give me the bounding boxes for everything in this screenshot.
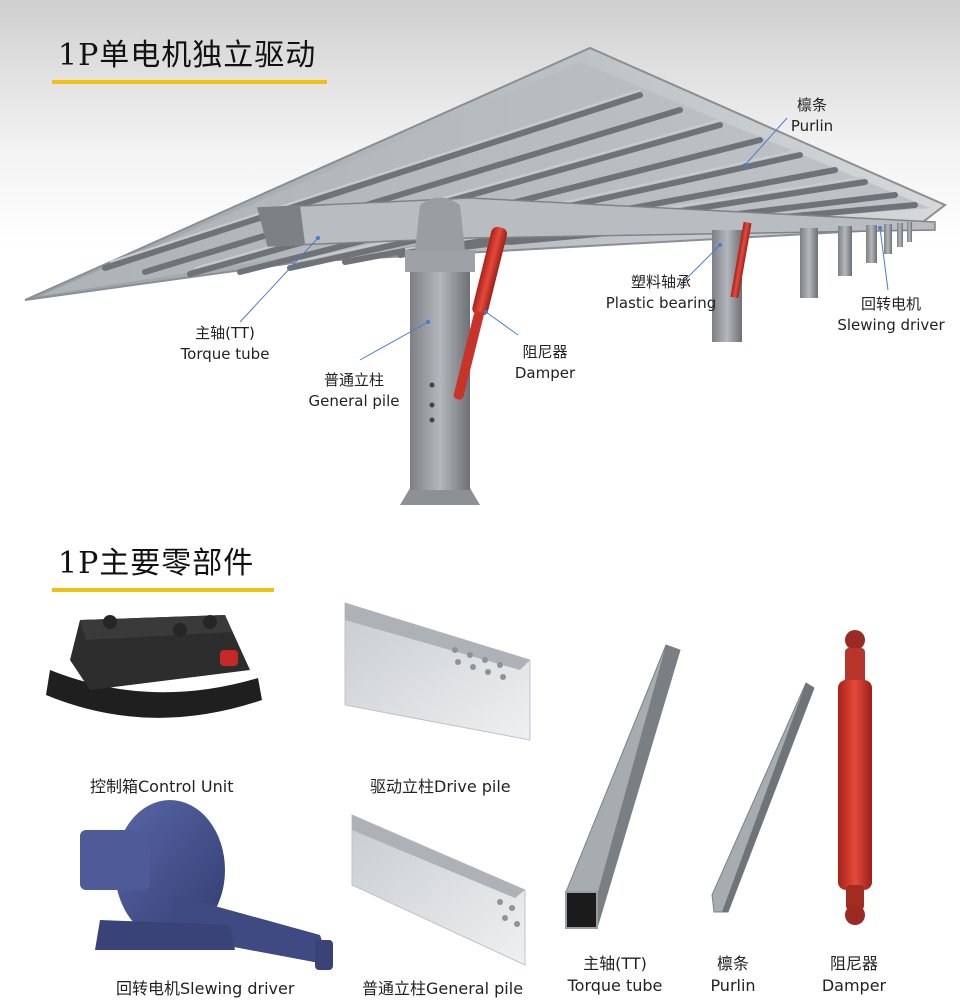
callout-slewing-driver: 回转电机 Slewing driver	[832, 294, 950, 336]
caption-damper-en: Damper	[821, 976, 887, 995]
callout-purlin-en: Purlin	[790, 117, 834, 135]
callout-plastic-bearing-cn: 塑料轴承	[630, 273, 691, 291]
callout-plastic-bearing: 塑料轴承 Plastic bearing	[596, 272, 726, 314]
section-title-underline	[52, 80, 327, 84]
callout-torque-tube: 主轴(TT) Torque tube	[170, 323, 280, 365]
general-pile-image	[351, 814, 526, 966]
callout-general-pile: 普通立柱 General pile	[300, 370, 408, 412]
caption-damper: 阻尼器 Damper	[814, 953, 894, 997]
section-title-parts: 1P主要零部件	[58, 546, 255, 581]
slewing-driver-image	[80, 800, 333, 970]
section-title-parts-underline	[52, 588, 274, 592]
caption-control-unit: 控制箱Control Unit	[90, 777, 234, 796]
caption-general-pile: 普通立柱General pile	[362, 979, 524, 998]
purlin-image	[711, 682, 815, 913]
callout-plastic-bearing-en: Plastic bearing	[605, 294, 717, 312]
caption-slewing-driver: 回转电机Slewing driver	[116, 979, 295, 998]
caption-purlin: 檩条 Purlin	[703, 953, 763, 997]
callout-torque-tube-cn: 主轴(TT)	[195, 324, 255, 342]
main-damper	[453, 226, 508, 400]
section-title-drive: 1P单电机独立驱动	[58, 38, 317, 73]
torque-tube-image	[565, 644, 681, 929]
callout-purlin-cn: 檩条	[796, 96, 827, 114]
caption-torque-tube: 主轴(TT) Torque tube	[560, 953, 670, 997]
callout-torque-tube-en: Torque tube	[180, 345, 270, 363]
caption-torque-tube-cn: 主轴(TT)	[583, 954, 647, 973]
leader-lines	[239, 117, 889, 361]
callout-damper-en: Damper	[514, 364, 576, 382]
callout-general-pile-en: General pile	[308, 392, 400, 410]
callout-slewing-driver-en: Slewing driver	[837, 316, 945, 334]
callout-damper-cn: 阻尼器	[522, 343, 568, 361]
callout-damper: 阻尼器 Damper	[505, 342, 585, 384]
caption-drive-pile: 驱动立柱Drive pile	[370, 777, 511, 796]
callout-slewing-driver-cn: 回转电机	[860, 295, 921, 313]
caption-damper-cn: 阻尼器	[829, 954, 878, 973]
drive-pile-image	[344, 602, 531, 741]
caption-torque-tube-en: Torque tube	[567, 976, 663, 995]
distant-damper	[730, 221, 752, 299]
caption-purlin-cn: 檩条	[716, 954, 749, 973]
control-unit-image	[46, 615, 262, 718]
callout-general-pile-cn: 普通立柱	[323, 371, 384, 389]
main-pile	[400, 197, 480, 505]
caption-purlin-en: Purlin	[710, 976, 756, 995]
damper-image	[838, 630, 872, 925]
callout-purlin: 檩条 Purlin	[782, 95, 842, 137]
leader-arrowheads	[316, 163, 882, 324]
